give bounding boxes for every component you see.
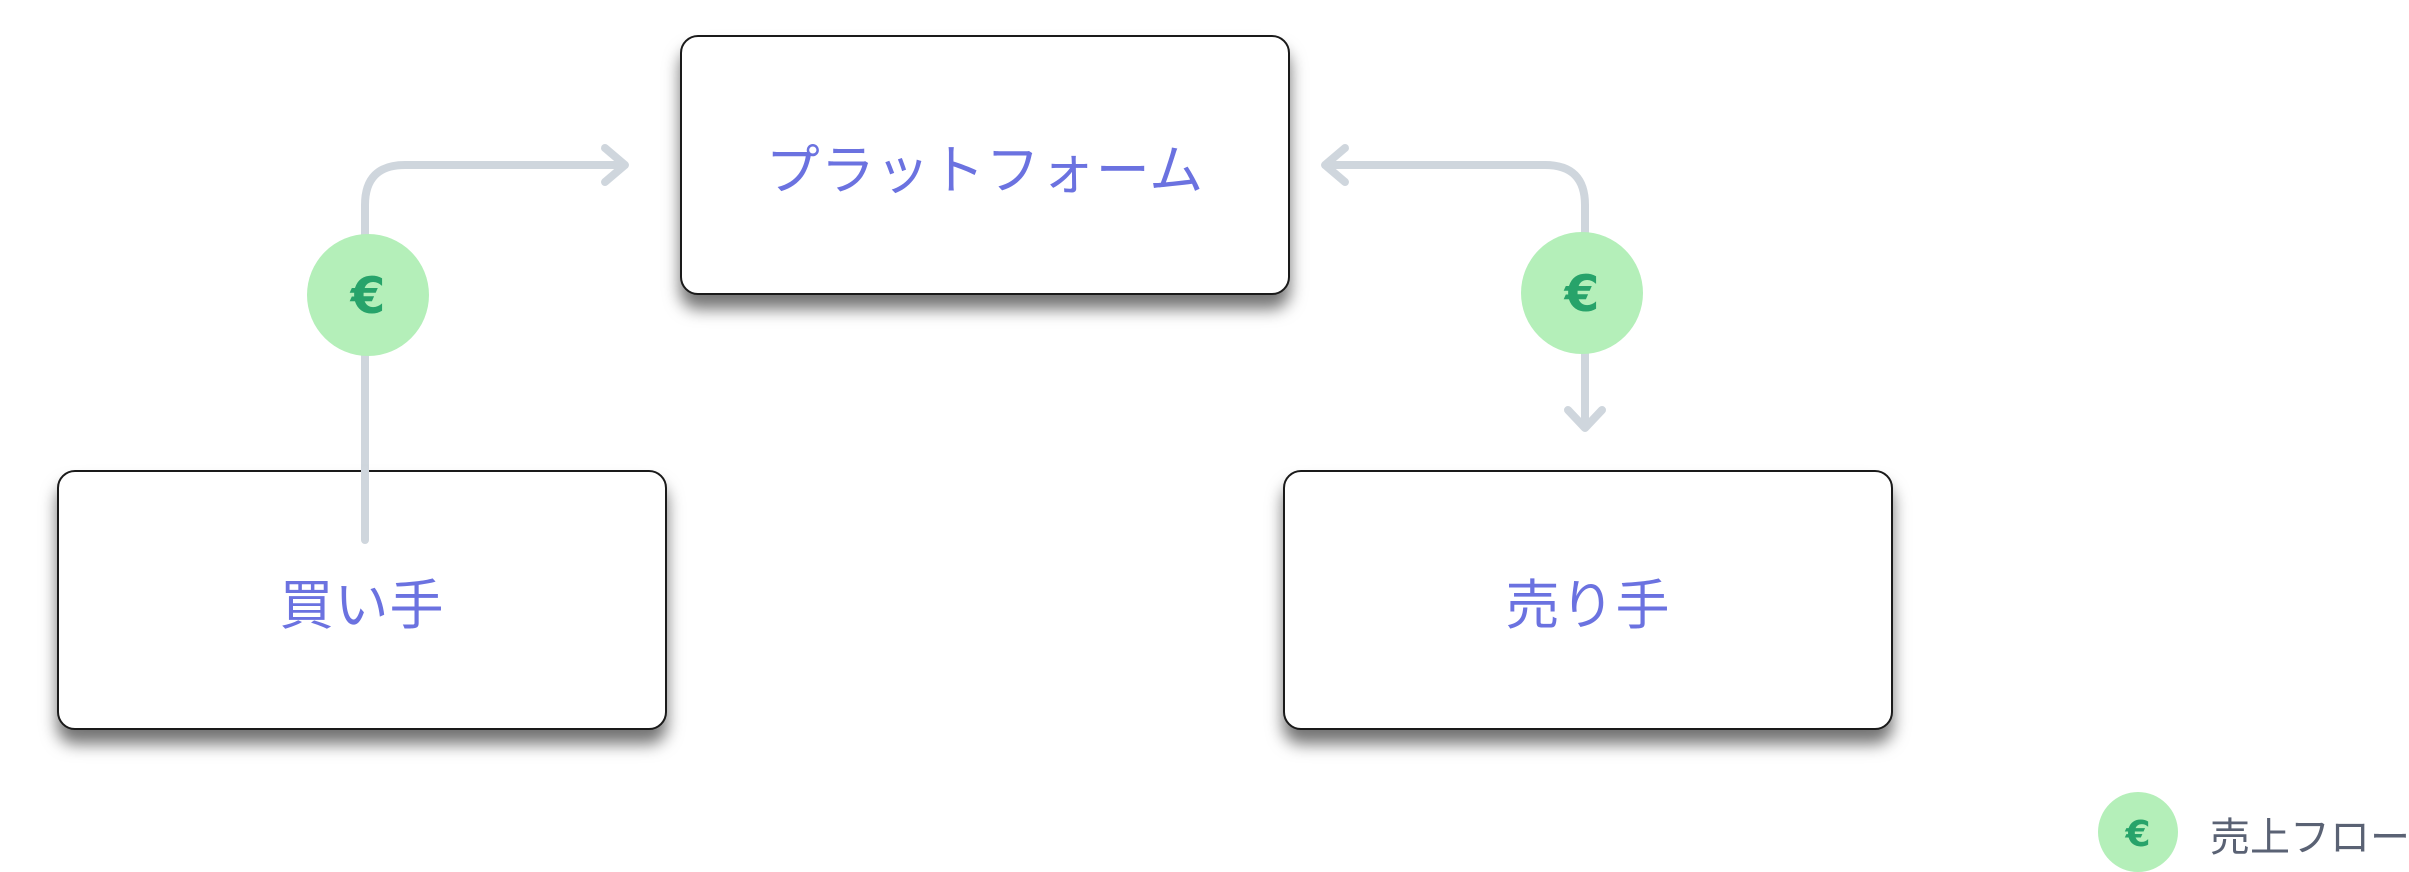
platform-label: プラットフォーム [765, 138, 1205, 202]
buyer-to-platform-arrowhead [601, 144, 629, 186]
legend-label: 売上フロー [2210, 815, 2409, 861]
buyer-to-platform-connector [361, 161, 624, 544]
platform-to-seller-arrowhead-bottom [1564, 406, 1606, 432]
buyer-node: 買い手 [57, 470, 667, 730]
seller-node: 売り手 [1283, 470, 1893, 730]
euro-icon: € [1564, 265, 1600, 323]
platform-to-seller-connector [1326, 161, 1589, 429]
buyer-label: 買い手 [279, 573, 445, 637]
legend-badge: € [2098, 792, 2178, 872]
buyer-payment-badge: € [307, 234, 429, 356]
platform-node: プラットフォーム [680, 35, 1290, 295]
seller-payout-badge: € [1521, 232, 1643, 354]
euro-icon: € [350, 267, 386, 325]
platform-to-seller-arrowhead-top [1321, 144, 1349, 186]
euro-icon: € [2124, 814, 2150, 855]
seller-label: 売り手 [1505, 573, 1671, 637]
